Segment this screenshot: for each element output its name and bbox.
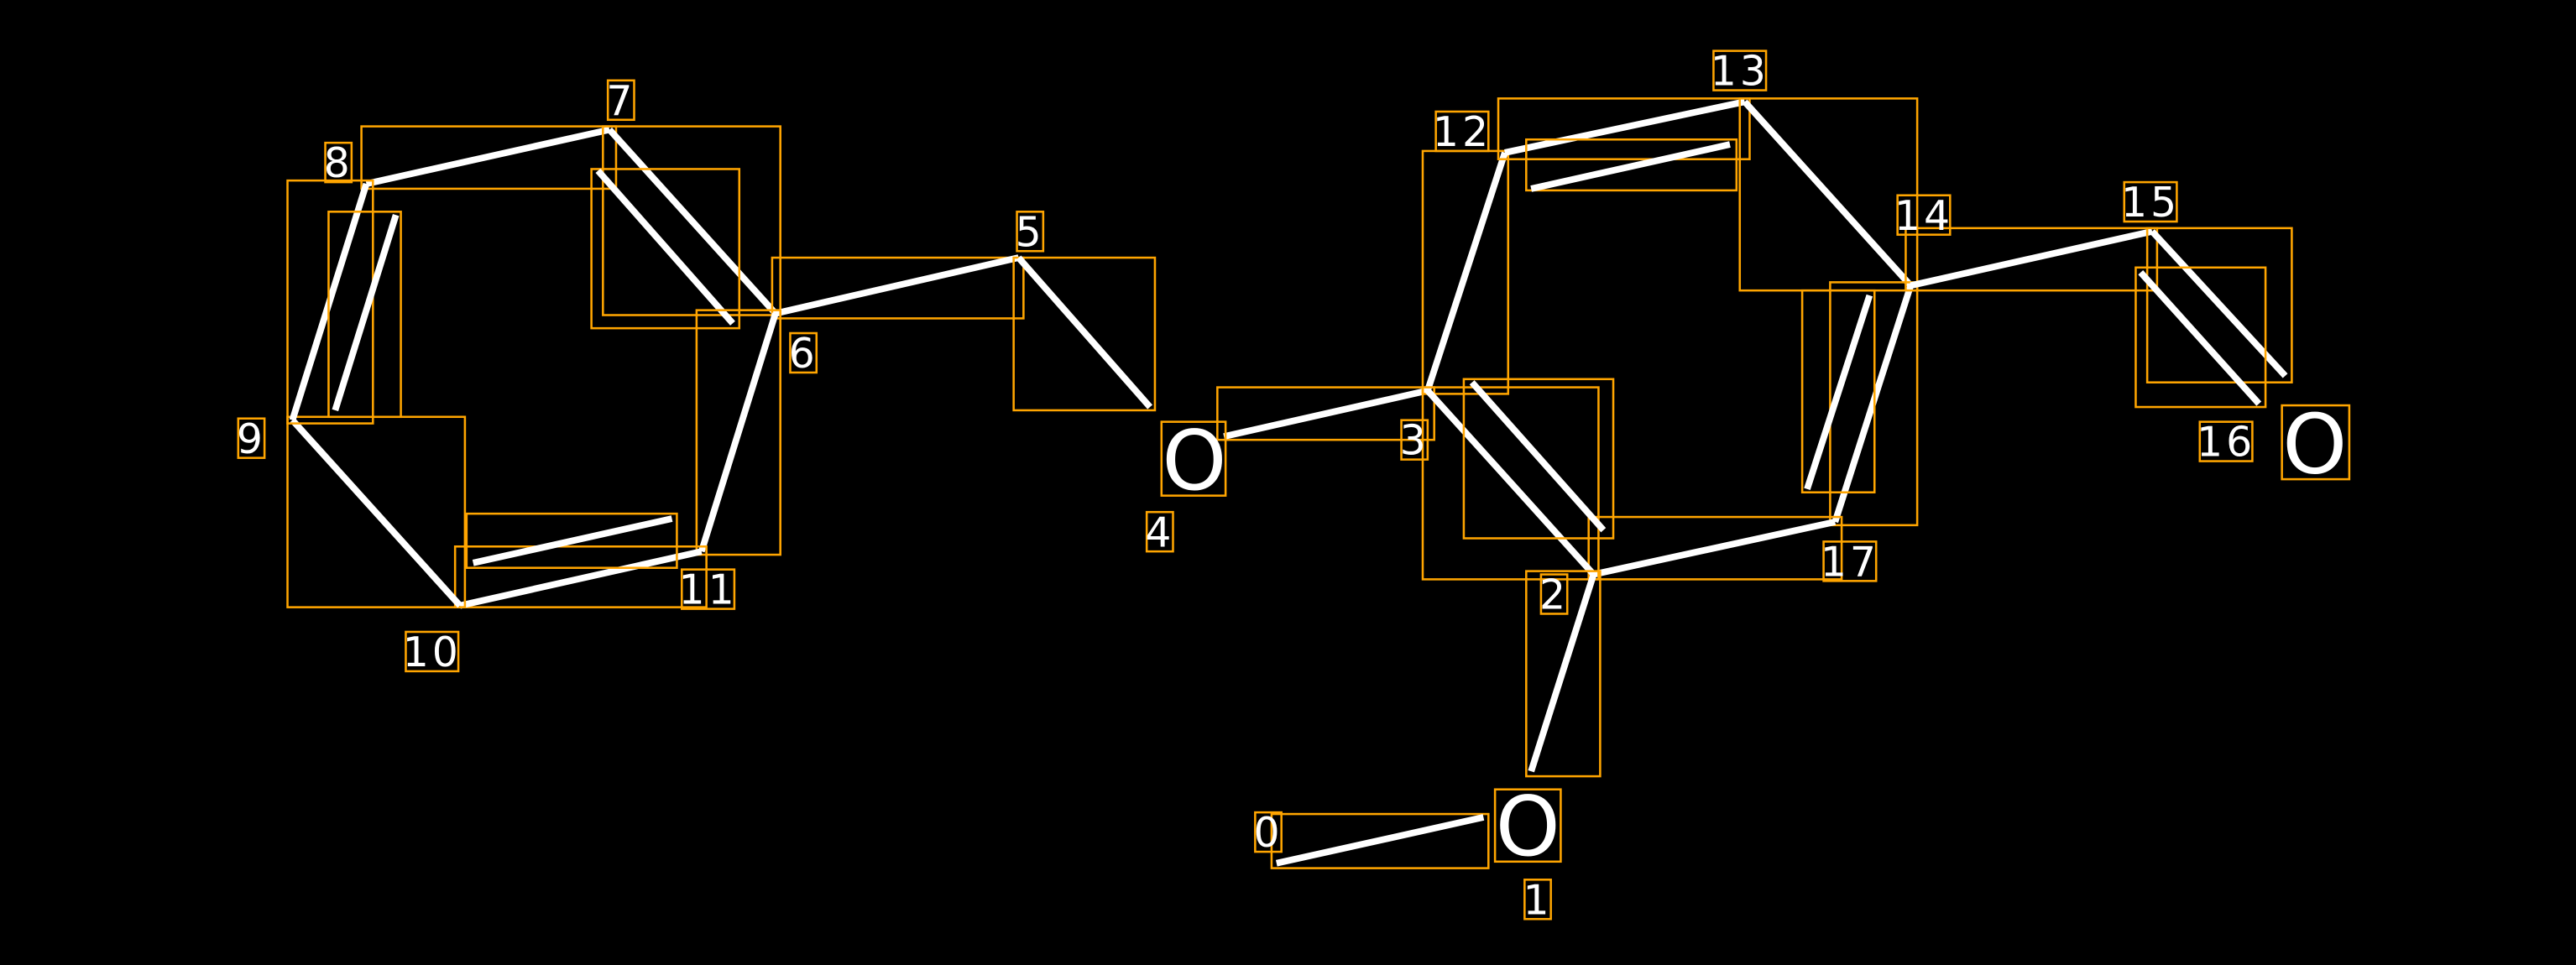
- bond-line: [595, 168, 735, 326]
- bond-bbox: [1829, 281, 1919, 527]
- index-bbox: [1822, 540, 1878, 582]
- atom-symbol-oxygen: O: [1496, 780, 1560, 875]
- bond-line: [459, 548, 703, 609]
- bond-bbox: [453, 545, 708, 608]
- bond-line: [1223, 387, 1429, 441]
- bond-line: [1469, 380, 1607, 533]
- atom-index-label: 9: [237, 415, 266, 463]
- atom-index-label: 14: [1894, 192, 1953, 240]
- bond-line: [1424, 151, 1508, 392]
- bond-line: [365, 126, 610, 187]
- atom-index-label: 15: [2121, 179, 2180, 227]
- atom-index-label: 1: [1523, 876, 1552, 924]
- atom-index-label: 12: [1433, 108, 1492, 156]
- bond-bbox: [1216, 386, 1435, 441]
- atom-index-label: 11: [679, 566, 738, 614]
- bond-line: [774, 254, 1020, 317]
- index-bbox: [1523, 879, 1552, 921]
- bond-bbox: [1421, 386, 1600, 581]
- atom-index-label: 4: [1145, 509, 1174, 556]
- bond-bbox: [286, 179, 374, 425]
- bond-line: [290, 418, 462, 608]
- atom-index-label: 16: [2197, 419, 2255, 467]
- bond-bbox: [1905, 227, 2159, 292]
- bond-bbox: [695, 309, 781, 556]
- index-bbox: [1400, 419, 1429, 461]
- atom-bbox: [2281, 404, 2351, 481]
- index-bbox: [237, 417, 266, 459]
- bond-line: [607, 127, 778, 316]
- bond-bbox: [1525, 570, 1602, 778]
- bond-line: [1742, 99, 1914, 288]
- index-bbox: [680, 568, 736, 610]
- bond-bbox: [465, 512, 678, 569]
- atom-symbol-oxygen: O: [2282, 397, 2347, 493]
- bond-line: [1528, 573, 1597, 773]
- bond-bbox: [1012, 256, 1157, 412]
- bond-bbox: [1462, 378, 1615, 540]
- index-bbox: [1016, 211, 1045, 253]
- bond-bbox: [360, 125, 618, 190]
- bond-line: [1592, 519, 1837, 578]
- index-bbox: [324, 141, 353, 184]
- atom-index-label: 6: [789, 330, 818, 378]
- bond-line: [2138, 270, 2262, 406]
- atom-index-label: 5: [1016, 208, 1045, 256]
- bond-bbox: [1497, 97, 1751, 160]
- bond-line: [2150, 229, 2288, 378]
- bond-line: [1275, 814, 1485, 867]
- atom-symbol-oxygen: O: [1162, 414, 1226, 509]
- bond-bbox: [590, 168, 741, 330]
- bond-line: [1804, 294, 1873, 491]
- index-bbox: [1539, 573, 1569, 615]
- bond-line: [698, 312, 779, 553]
- index-bbox: [789, 331, 818, 374]
- index-bbox: [1896, 194, 1952, 236]
- bond-line: [472, 515, 673, 566]
- bonds: [286, 97, 2293, 869]
- atom-index-label: 10: [403, 629, 462, 676]
- index-bbox: [2198, 420, 2254, 462]
- index-bbox: [1434, 110, 1490, 153]
- atom-index-label: 8: [324, 139, 353, 187]
- bond-bbox: [602, 125, 781, 316]
- atom-index-label: 13: [1711, 48, 1769, 96]
- bond-line: [332, 214, 400, 412]
- bond-line: [1424, 388, 1596, 577]
- bond-bbox: [771, 256, 1025, 320]
- bond-bbox: [1587, 515, 1843, 581]
- bond-line: [1831, 284, 1915, 524]
- atom-bbox: [1160, 420, 1227, 497]
- atom-index-label: 17: [1821, 538, 1879, 586]
- bond-bbox: [1800, 289, 1876, 494]
- bond-bbox: [327, 211, 402, 419]
- atom-index-label: 7: [606, 77, 635, 125]
- atom-bbox: [1493, 788, 1562, 863]
- bond-line: [1910, 227, 2153, 290]
- bond-bbox: [1270, 812, 1490, 869]
- bond-line: [1016, 255, 1153, 409]
- atom-index-label: 0: [1253, 809, 1283, 857]
- index-bbox: [405, 630, 460, 673]
- bond-line: [1504, 98, 1746, 156]
- index-bbox: [606, 79, 635, 122]
- atom-index-label: 3: [1400, 417, 1429, 465]
- bond-line: [1530, 141, 1731, 192]
- bond-bbox: [2134, 266, 2267, 409]
- index-bbox: [1145, 510, 1174, 553]
- bond-bbox: [2145, 227, 2293, 383]
- index-bbox: [1254, 811, 1283, 853]
- bond-bbox: [1525, 138, 1738, 192]
- atom-index-label: 2: [1539, 571, 1569, 619]
- index-bbox: [2123, 180, 2178, 223]
- index-bbox: [1712, 50, 1768, 91]
